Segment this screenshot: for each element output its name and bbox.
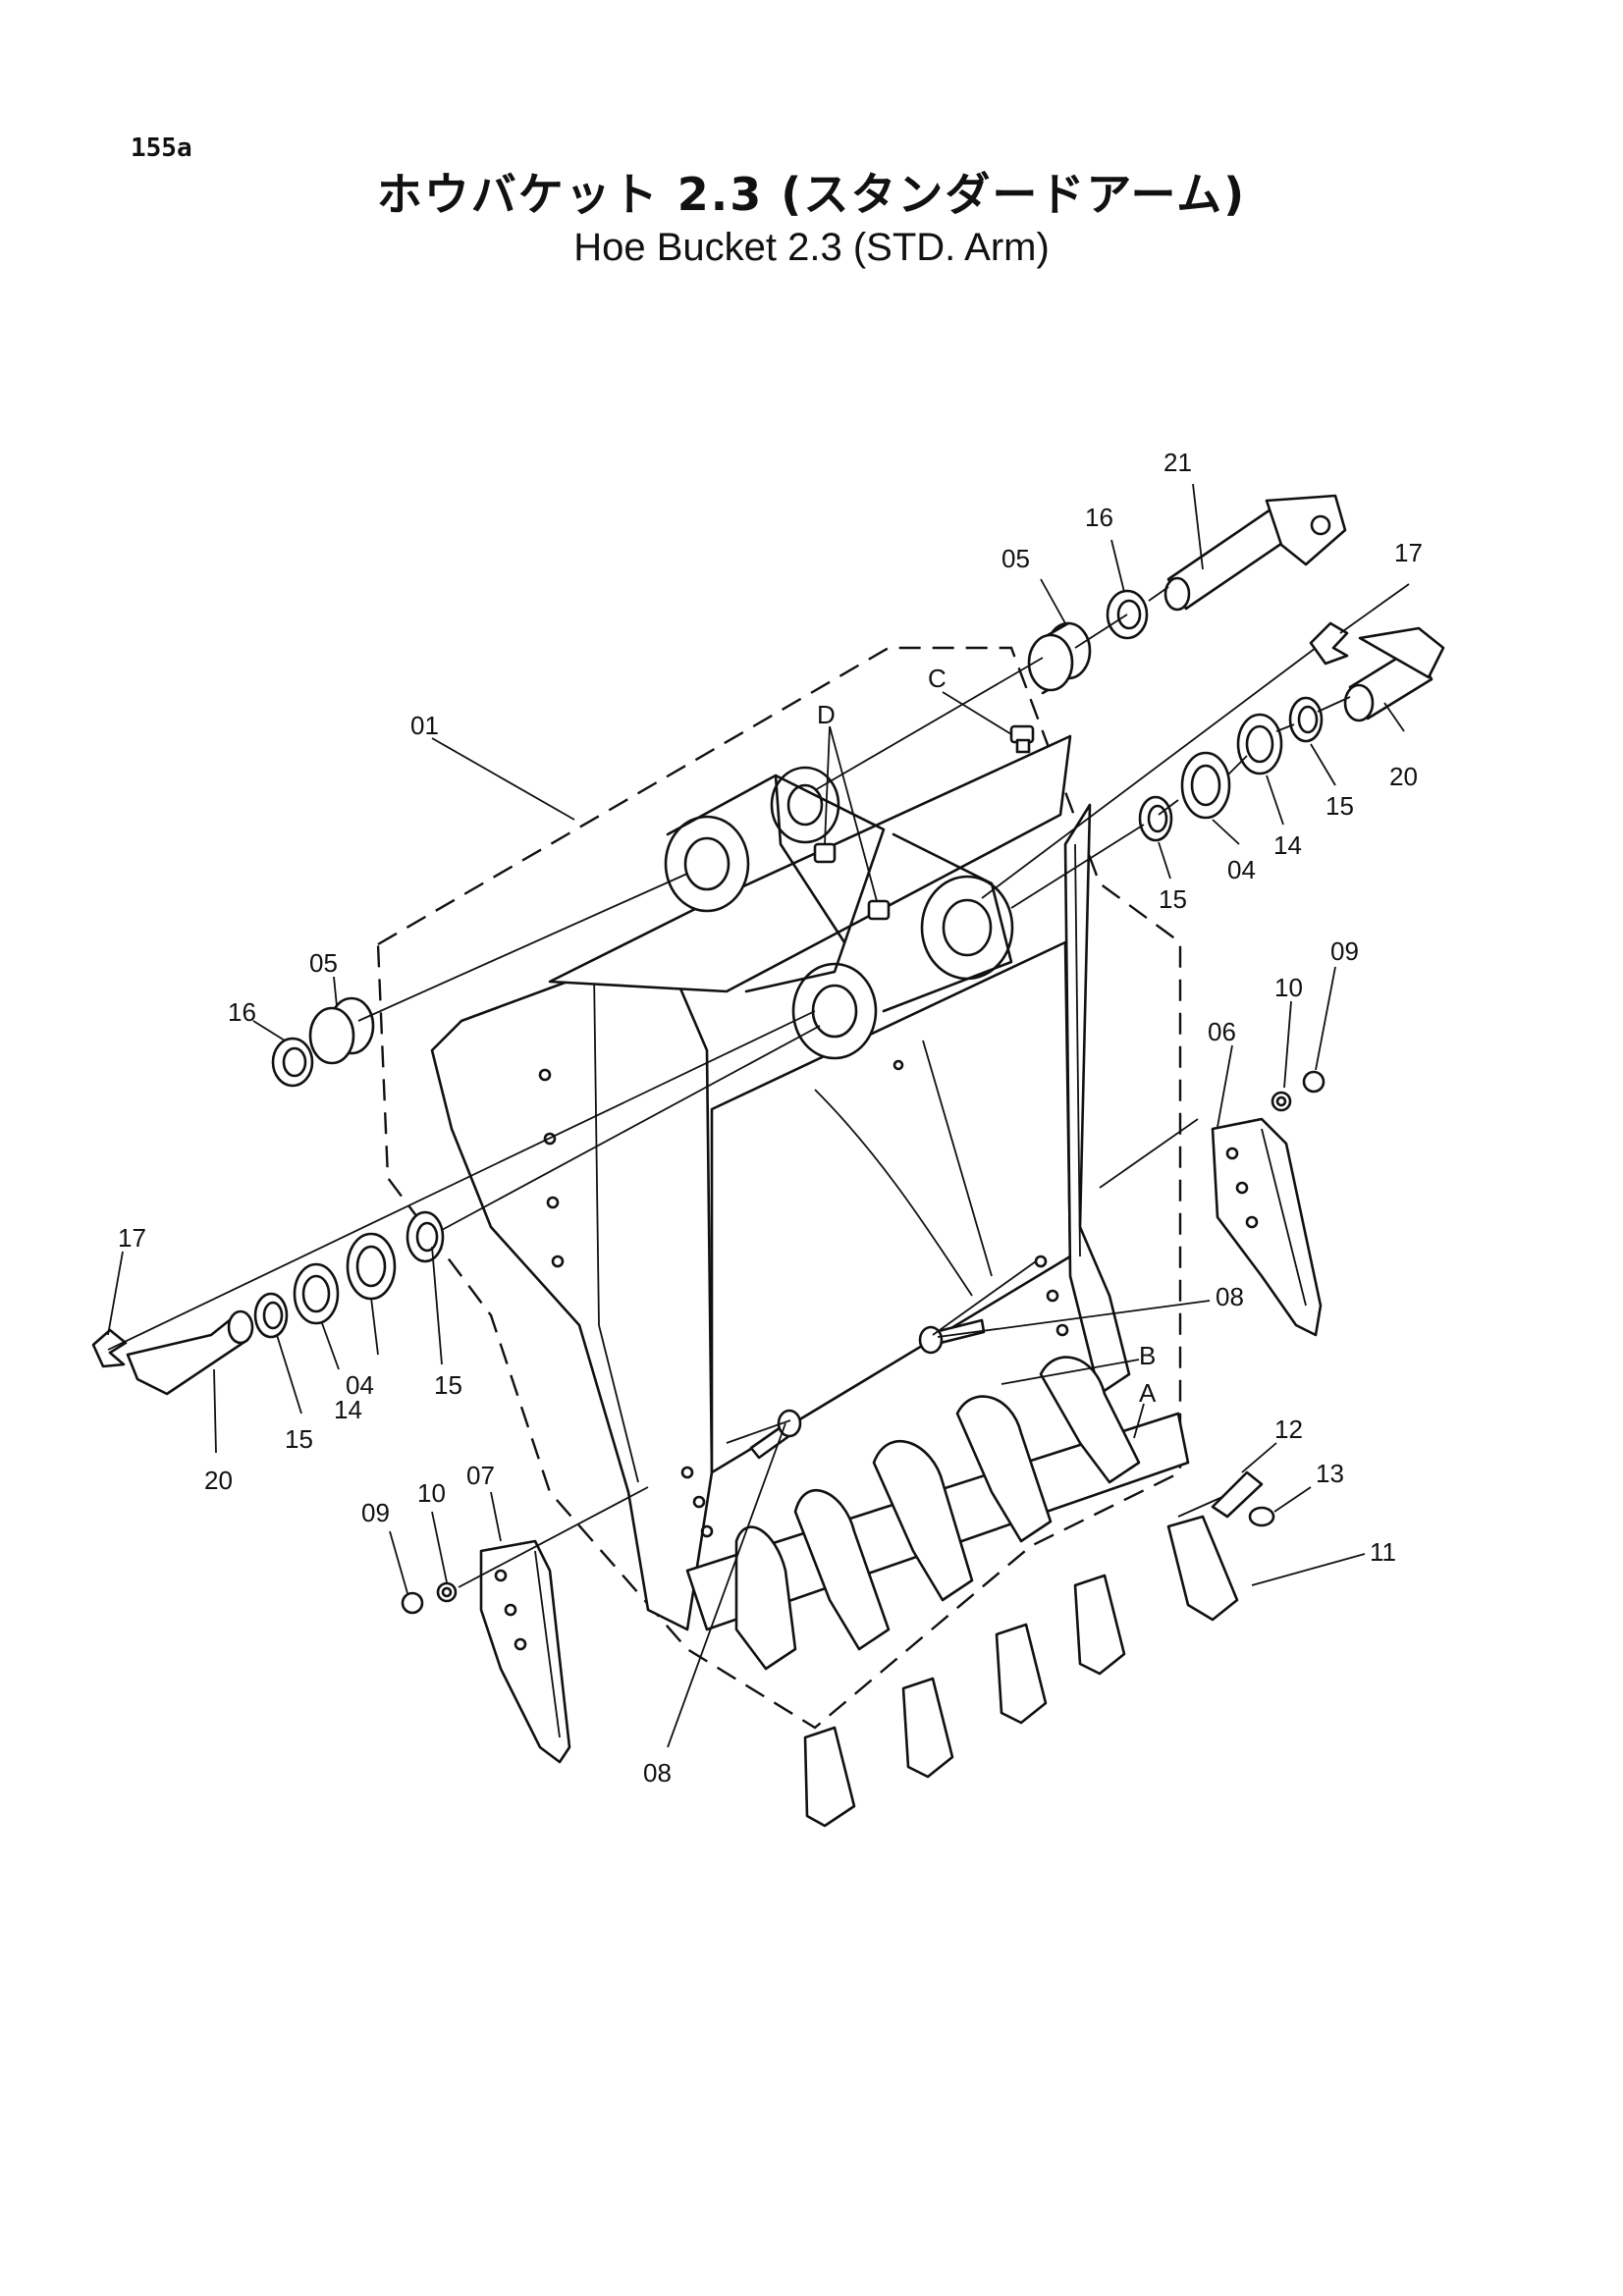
callout-a: A <box>1139 1378 1157 1408</box>
callout-04-left: 04 <box>346 1370 374 1400</box>
callout-15-left-a: 15 <box>434 1370 462 1400</box>
bushing-14-right <box>1236 713 1283 775</box>
callout-labels: 01 05 16 21 17 20 15 14 04 15 C D 05 16 … <box>118 448 1423 1788</box>
callout-15-right-b: 15 <box>1159 884 1187 914</box>
callout-12: 12 <box>1274 1415 1303 1444</box>
callout-08-right: 08 <box>1216 1282 1244 1311</box>
bushing-04-right <box>1180 751 1231 820</box>
tooth-lock <box>1248 1506 1275 1527</box>
grease-fitting-c <box>1009 724 1035 754</box>
ring-15-right-b <box>1138 795 1173 842</box>
callout-04-right: 04 <box>1227 855 1256 884</box>
page-title-english: Hoe Bucket 2.3 (STD. Arm) <box>573 226 1050 269</box>
side-cutter-right <box>1211 1117 1323 1337</box>
pin-20-right <box>1343 626 1445 722</box>
callout-14-left: 14 <box>334 1395 362 1424</box>
page-number: 155a <box>131 133 192 163</box>
bushing-05-left <box>308 996 375 1065</box>
callout-06: 06 <box>1208 1017 1236 1046</box>
callout-20-left: 20 <box>204 1466 233 1495</box>
pin-boss-left <box>664 815 878 1060</box>
bolts-08 <box>749 1318 986 1460</box>
callout-11: 11 <box>1370 1537 1396 1567</box>
callout-08-bottom: 08 <box>643 1758 672 1788</box>
callout-05-left: 05 <box>309 948 338 978</box>
callout-17-right: 17 <box>1394 538 1423 567</box>
callout-d: D <box>817 700 836 729</box>
ring-15-left-a <box>406 1210 445 1263</box>
callout-16-left: 16 <box>228 997 256 1027</box>
callout-09-right: 09 <box>1330 936 1359 966</box>
clip-17-right <box>1309 621 1349 666</box>
callout-20-right: 20 <box>1389 762 1418 791</box>
callout-15-right-a: 15 <box>1325 791 1354 821</box>
bucket-teeth <box>803 1515 1239 1828</box>
side-cutter-left <box>479 1539 571 1764</box>
bucket-body <box>430 724 1190 1631</box>
assembly-lines <box>107 586 1351 1588</box>
tooth-adapters <box>734 1356 1141 1671</box>
grease-fitting-d <box>813 842 891 921</box>
nuts-washers <box>401 1070 1325 1615</box>
callout-15-left-b: 15 <box>285 1424 313 1454</box>
pin-21 <box>1163 494 1347 612</box>
callout-01: 01 <box>410 711 439 740</box>
callout-13: 13 <box>1316 1459 1344 1488</box>
callout-17-left: 17 <box>118 1223 146 1253</box>
tooth-pin <box>1211 1470 1264 1519</box>
callout-14-right: 14 <box>1273 830 1302 860</box>
callout-b: B <box>1139 1341 1156 1370</box>
pin-20-left <box>126 1309 254 1396</box>
callout-10-left: 10 <box>417 1478 446 1508</box>
callout-c: C <box>928 664 947 693</box>
bushing-14-left <box>293 1262 340 1325</box>
assembly-boundary <box>376 646 1182 1730</box>
callout-16-top: 16 <box>1085 503 1113 532</box>
callout-07: 07 <box>466 1461 495 1490</box>
side-plate-holes <box>538 1059 1069 1538</box>
page-title-japanese: ホウバケット 2.3 (スタンダードアーム) <box>376 168 1247 221</box>
ring-16-left <box>271 1037 314 1088</box>
callout-05-top: 05 <box>1001 544 1030 573</box>
ring-15-right-a <box>1288 696 1324 743</box>
callout-10-right: 10 <box>1274 973 1303 1002</box>
bushing-05-top <box>1027 621 1092 695</box>
bushing-04-left <box>346 1232 397 1301</box>
callout-21: 21 <box>1163 448 1192 477</box>
callout-09-left: 09 <box>361 1498 390 1527</box>
ring-15-left-b <box>253 1292 289 1339</box>
callout-leaders <box>107 483 1410 1748</box>
